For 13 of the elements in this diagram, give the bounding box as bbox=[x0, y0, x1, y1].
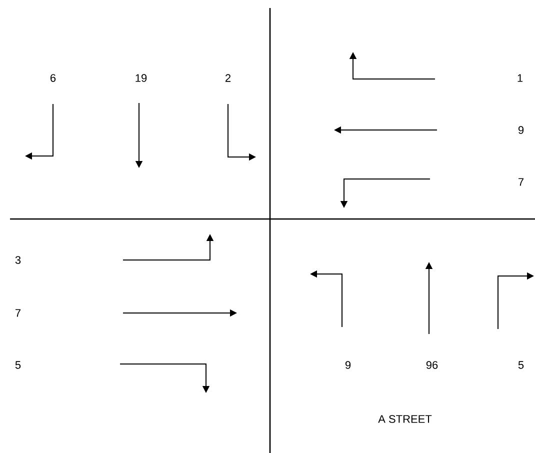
count-label: 1 bbox=[518, 74, 523, 82]
count-label: 5 bbox=[518, 361, 524, 369]
count-label: 5 bbox=[15, 361, 21, 369]
count-label: 3 bbox=[15, 256, 21, 264]
street-name: A STREET bbox=[378, 415, 432, 423]
count-label: 9 bbox=[345, 361, 351, 369]
count-label: 2 bbox=[226, 74, 231, 82]
count-label: 19 bbox=[136, 74, 147, 82]
count-label: 7 bbox=[16, 309, 20, 317]
count-label: 9 bbox=[518, 126, 524, 134]
count-label: 96 bbox=[426, 361, 438, 369]
count-label: 7 bbox=[518, 178, 524, 186]
count-label: 6 bbox=[50, 74, 56, 82]
